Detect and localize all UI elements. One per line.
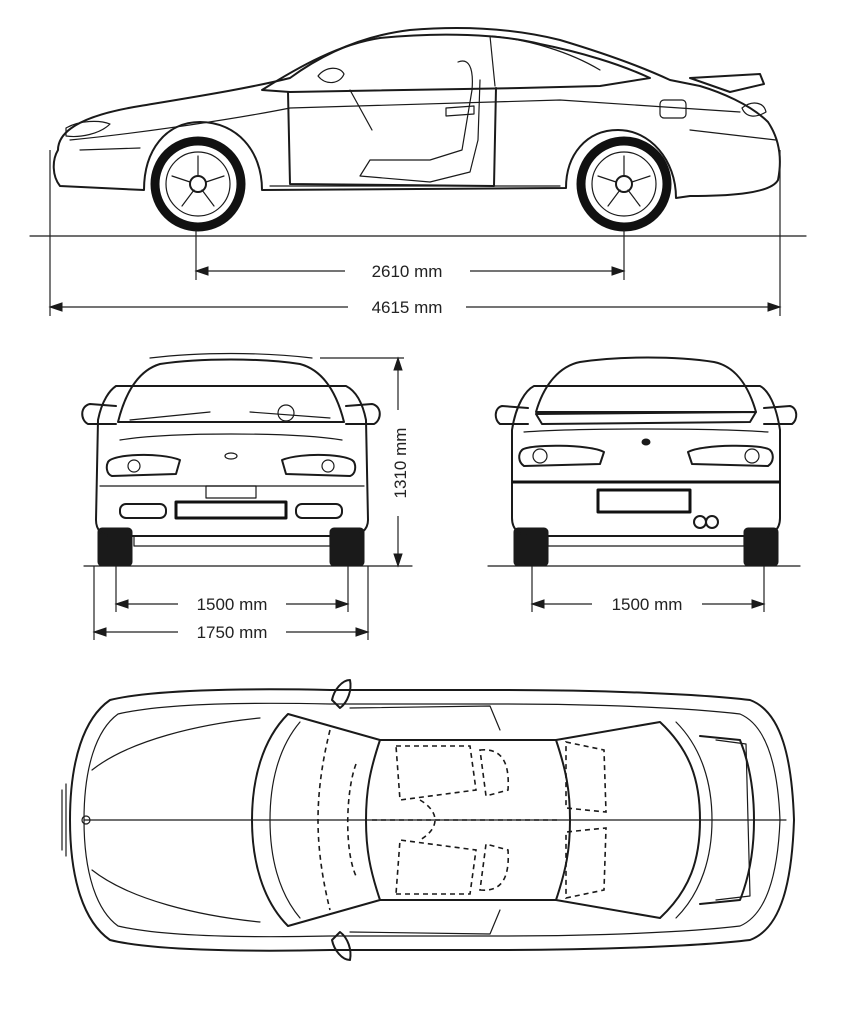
rear-underbody [547,535,745,547]
front-roof [149,352,313,359]
top-hood-right [91,869,261,923]
front-left-lamp [127,459,141,473]
front-grille [174,500,288,520]
rear-left-tire [513,527,549,567]
rear-right-taillight [687,444,774,467]
top-door-right [349,909,501,935]
side-headlight [65,120,111,138]
rear-right-mirror [763,405,798,425]
top-right-mirror [331,931,352,961]
side-seat [359,60,481,183]
side-bumper-line [79,147,141,151]
rear-left-mirror [494,405,529,425]
rear-window [535,356,757,413]
side-door-handle [445,105,475,117]
top-door-left [349,705,501,731]
front-hood-line [119,433,343,441]
length-label: 4615 mm [372,298,443,317]
rear-right-lamp [744,448,760,464]
front-wheel-hub-hint [277,404,295,422]
side-window-split [489,35,601,87]
height-dimension [393,356,403,568]
side-window-frame [261,33,651,93]
width-label: 1750 mm [197,623,268,642]
top-front-bumper [61,783,67,857]
top-interior [317,729,607,911]
top-body-outline [69,688,795,952]
front-right-lamp [321,459,335,473]
side-rear-bumper-line [689,129,777,141]
front-track-label: 1500 mm [197,595,268,614]
front-left-tire [97,527,133,567]
rear-emblem [641,438,651,446]
rear-spoiler [535,411,757,425]
side-body-outline [52,27,781,199]
rear-left-taillight [518,444,605,467]
front-windshield [117,358,345,423]
side-taillight [741,102,767,117]
wheelbase-label: 2610 mm [372,262,443,281]
front-left-mirror [81,403,117,425]
front-right-mirror [345,403,381,425]
front-right-headlight [281,453,357,477]
rear-track-dimension [530,599,766,609]
top-front-emblem [81,815,91,825]
rear-body-outline [511,385,781,537]
side-mirror [317,67,345,84]
side-steering-column [349,89,373,131]
rear-exhaust [693,515,719,529]
length-dimension [48,302,782,312]
side-view: 2610 mm 4615 mm [29,27,807,317]
front-left-headlight [105,453,181,477]
front-right-foglight [295,503,343,519]
front-plate [205,485,257,499]
top-left-mirror [331,679,352,709]
side-fuel-cap [659,99,687,119]
front-track-dimension [114,599,350,609]
top-windshield [251,713,381,927]
top-view [61,679,795,961]
height-label: 1310 mm [391,428,410,499]
rear-right-tire [743,527,779,567]
front-wiper [129,411,331,421]
front-body-outline [95,385,369,537]
rear-plate [596,488,692,514]
side-door [287,87,497,187]
front-right-tire [329,527,365,567]
wheelbase-dimension [194,266,626,276]
side-front-wheel [150,136,246,232]
side-rear-spoiler [689,73,765,93]
rear-view: 1500 mm [487,356,801,614]
front-left-foglight [119,503,167,519]
rear-trunk-line [523,428,769,433]
top-hood-left [91,717,261,771]
front-underbody [133,535,331,547]
rear-left-lamp [532,448,548,464]
front-view: 1310 mm 1500 mm 1750 mm [81,352,413,642]
rear-track-label: 1500 mm [612,595,683,614]
side-rear-wheel [576,136,672,232]
front-emblem [224,452,238,460]
width-dimension [92,627,370,637]
